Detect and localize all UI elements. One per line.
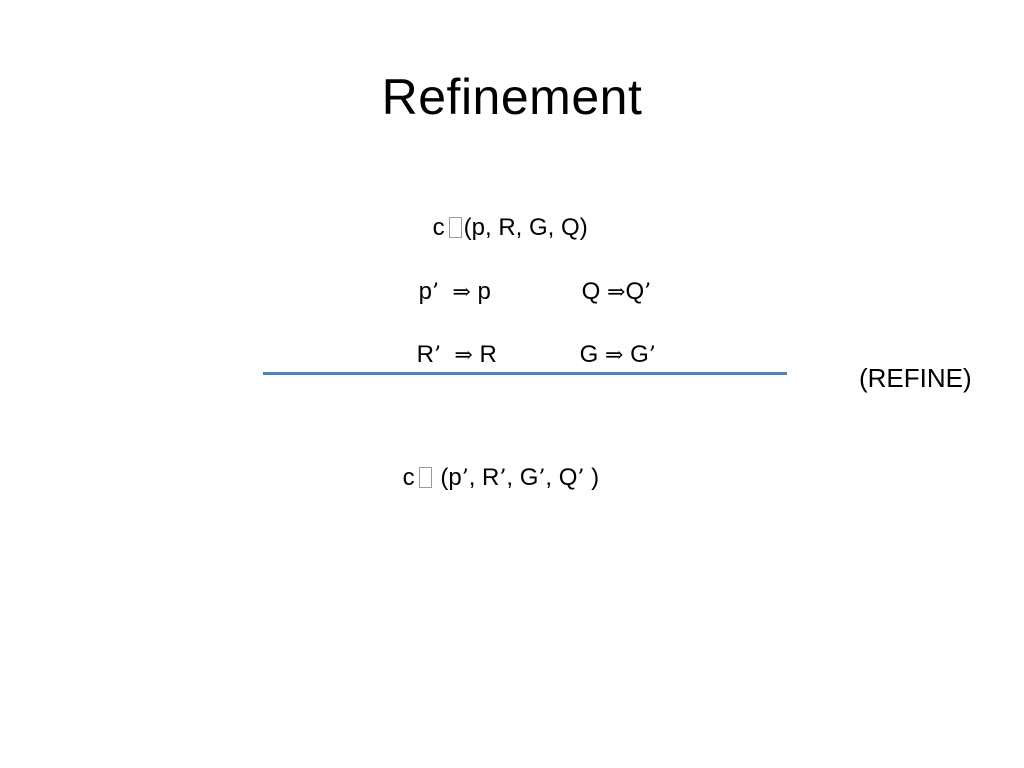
premise-r-implication: R’ ⇒ R	[390, 307, 497, 404]
conclusion-r: , R	[468, 464, 500, 491]
var-p-prime: p	[418, 278, 433, 305]
premise-q-implication: Q ⇒Q’	[555, 244, 651, 341]
var-r-prime: R	[416, 341, 435, 368]
inference-rule-line	[263, 372, 787, 375]
implies-arrow-icon: ⇒	[452, 280, 471, 305]
var-g-prime: G	[630, 341, 649, 368]
prime-mark: ’	[648, 343, 656, 368]
var-p: p	[477, 278, 491, 305]
prime-mark: ’	[644, 280, 652, 305]
command-symbol: c	[432, 214, 445, 241]
conclusion-q: , Q	[545, 464, 578, 491]
spec-tuple: (p, R, G, Q)	[463, 214, 588, 241]
implies-arrow-icon: ⇒	[605, 343, 624, 368]
var-r: R	[479, 341, 497, 368]
missing-glyph-icon	[448, 217, 462, 238]
command-symbol: c	[402, 464, 415, 491]
implies-arrow-icon: ⇒	[607, 280, 626, 305]
conclusion-g: , G	[506, 464, 539, 491]
conclusion-p: (p	[440, 464, 462, 491]
missing-glyph-icon	[418, 467, 432, 488]
var-q-prime: Q	[625, 278, 645, 305]
prime-mark: ’	[434, 343, 442, 368]
prime-mark: ’	[538, 466, 546, 491]
premise-g-implication: G ⇒ G’	[553, 307, 656, 404]
slide-title: Refinement	[381, 69, 643, 125]
implies-arrow-icon: ⇒	[454, 343, 473, 368]
prime-mark: ’	[432, 280, 440, 305]
premise-p-implication: p’ ⇒ p	[392, 244, 491, 341]
prime-mark: ’	[461, 466, 469, 491]
conclusion-close: )	[591, 464, 600, 491]
rule-name: (REFINE)	[859, 363, 972, 393]
premise-judgement: c (p, R, G, Q)	[406, 180, 588, 276]
conclusion-judgement: c (p’, R’, G’, Q’ )	[376, 430, 599, 527]
prime-mark: ’	[577, 466, 585, 491]
var-q: Q	[581, 278, 601, 305]
var-g: G	[579, 341, 599, 368]
prime-mark: ’	[499, 466, 507, 491]
